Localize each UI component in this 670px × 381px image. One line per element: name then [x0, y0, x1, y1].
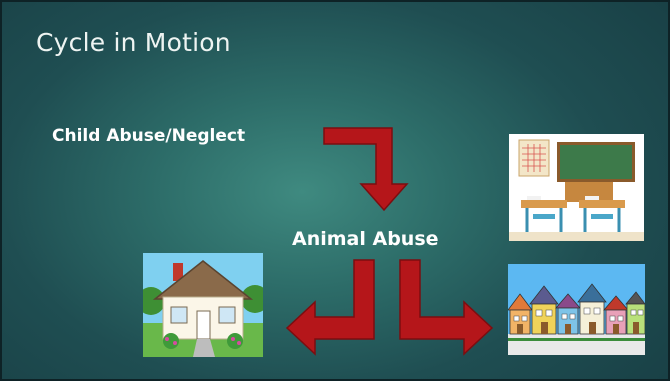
neighborhood-image — [508, 264, 645, 355]
arrow-child-to-animal — [324, 128, 407, 210]
house-image — [143, 253, 263, 357]
classroom-image — [509, 134, 644, 241]
arrow-animal-to-neighborhood — [400, 260, 492, 354]
arrow-animal-to-house — [287, 260, 374, 354]
